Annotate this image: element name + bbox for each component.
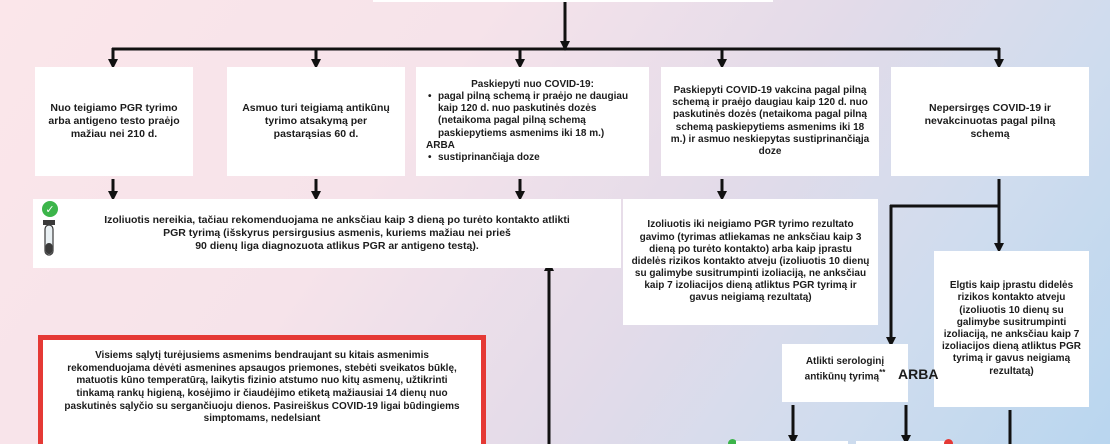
result-no-isolation-line2: 90 dienų liga diagnozuota atlikus PGR ar… — [195, 239, 479, 252]
result-box-high-risk-contact: Elgtis kaip įprastu didelės rizikos kont… — [934, 251, 1089, 407]
test-tube-icon — [43, 220, 55, 256]
check-icon: ✓ — [42, 201, 58, 217]
bottom-box-right — [856, 441, 946, 444]
vaccinated-list-item-booster: sustiprinančiąja doze — [426, 152, 639, 164]
result-box-isolate-until-negative: Izoliuotis iki neigiamo PGR tyrimo rezul… — [623, 199, 878, 325]
condition-box-unvaccinated: Nepersirgęs COVID-19 ir nevakcinuotas pa… — [891, 67, 1089, 176]
recommendation-box: Visiems sąlytį turėjusiems asmenims bend… — [38, 335, 486, 444]
result-isolate-until-negative-text: Izoliuotis iki neigiamo PGR tyrimo rezul… — [631, 219, 870, 304]
result-no-isolation-line1: Izoliuotis nereikia, tačiau rekomenduoja… — [104, 214, 570, 240]
bottom-green-dot — [728, 439, 737, 444]
condition-box-pgr-210: Nuo teigiamo PGR tyrimo arba antigeno te… — [35, 67, 193, 176]
vaccinated-list-item: pagal pilną schemą ir praėjo ne daugiau … — [426, 91, 639, 140]
condition-box-vaccinated-over-120-text: Paskiepyti COVID-19 vakcina pagal pilną … — [670, 84, 870, 157]
result-box-no-isolation: Izoliuotis nereikia, tačiau rekomenduoja… — [33, 199, 621, 268]
vaccinated-list-1: pagal pilną schemą ir praėjo ne daugiau … — [426, 91, 639, 140]
condition-box-antibody-60-text: Asmuo turi teigiamą antikūnų tyrimo atsa… — [242, 102, 390, 140]
serology-test-text: Atlikti serologinį antikūnų tyrimą — [804, 356, 885, 383]
serology-test-box: Atlikti serologinį antikūnų tyrimą** — [782, 344, 908, 402]
condition-box-unvaccinated-text: Nepersirgęs COVID-19 ir nevakcinuotas pa… — [924, 102, 1056, 140]
vaccinated-arba-label: ARBA — [426, 139, 455, 151]
condition-box-antibody-60: Asmuo turi teigiamą antikūnų tyrimo atsa… — [227, 67, 405, 176]
top-box — [373, 0, 773, 2]
bottom-box-left — [736, 441, 848, 444]
bottom-red-dot — [944, 439, 953, 444]
serology-test-mark: ** — [879, 368, 886, 378]
vaccinated-list-2: sustiprinančiąja doze — [426, 152, 639, 164]
serology-arba-label: ARBA — [898, 366, 939, 382]
condition-box-vaccinated-over-120: Paskiepyti COVID-19 vakcina pagal pilną … — [661, 67, 879, 176]
vaccinated-title: Paskiepyti nuo COVID-19: — [471, 78, 594, 90]
result-high-risk-contact-text: Elgtis kaip įprastu didelės rizikos kont… — [942, 280, 1081, 377]
condition-box-pgr-210-text: Nuo teigiamo PGR tyrimo arba antigeno te… — [48, 102, 180, 140]
recommendation-text: Visiems sąlytį turėjusiems asmenims bend… — [64, 350, 460, 425]
condition-box-vaccinated-120: Paskiepyti nuo COVID-19: pagal pilną sch… — [416, 67, 649, 176]
